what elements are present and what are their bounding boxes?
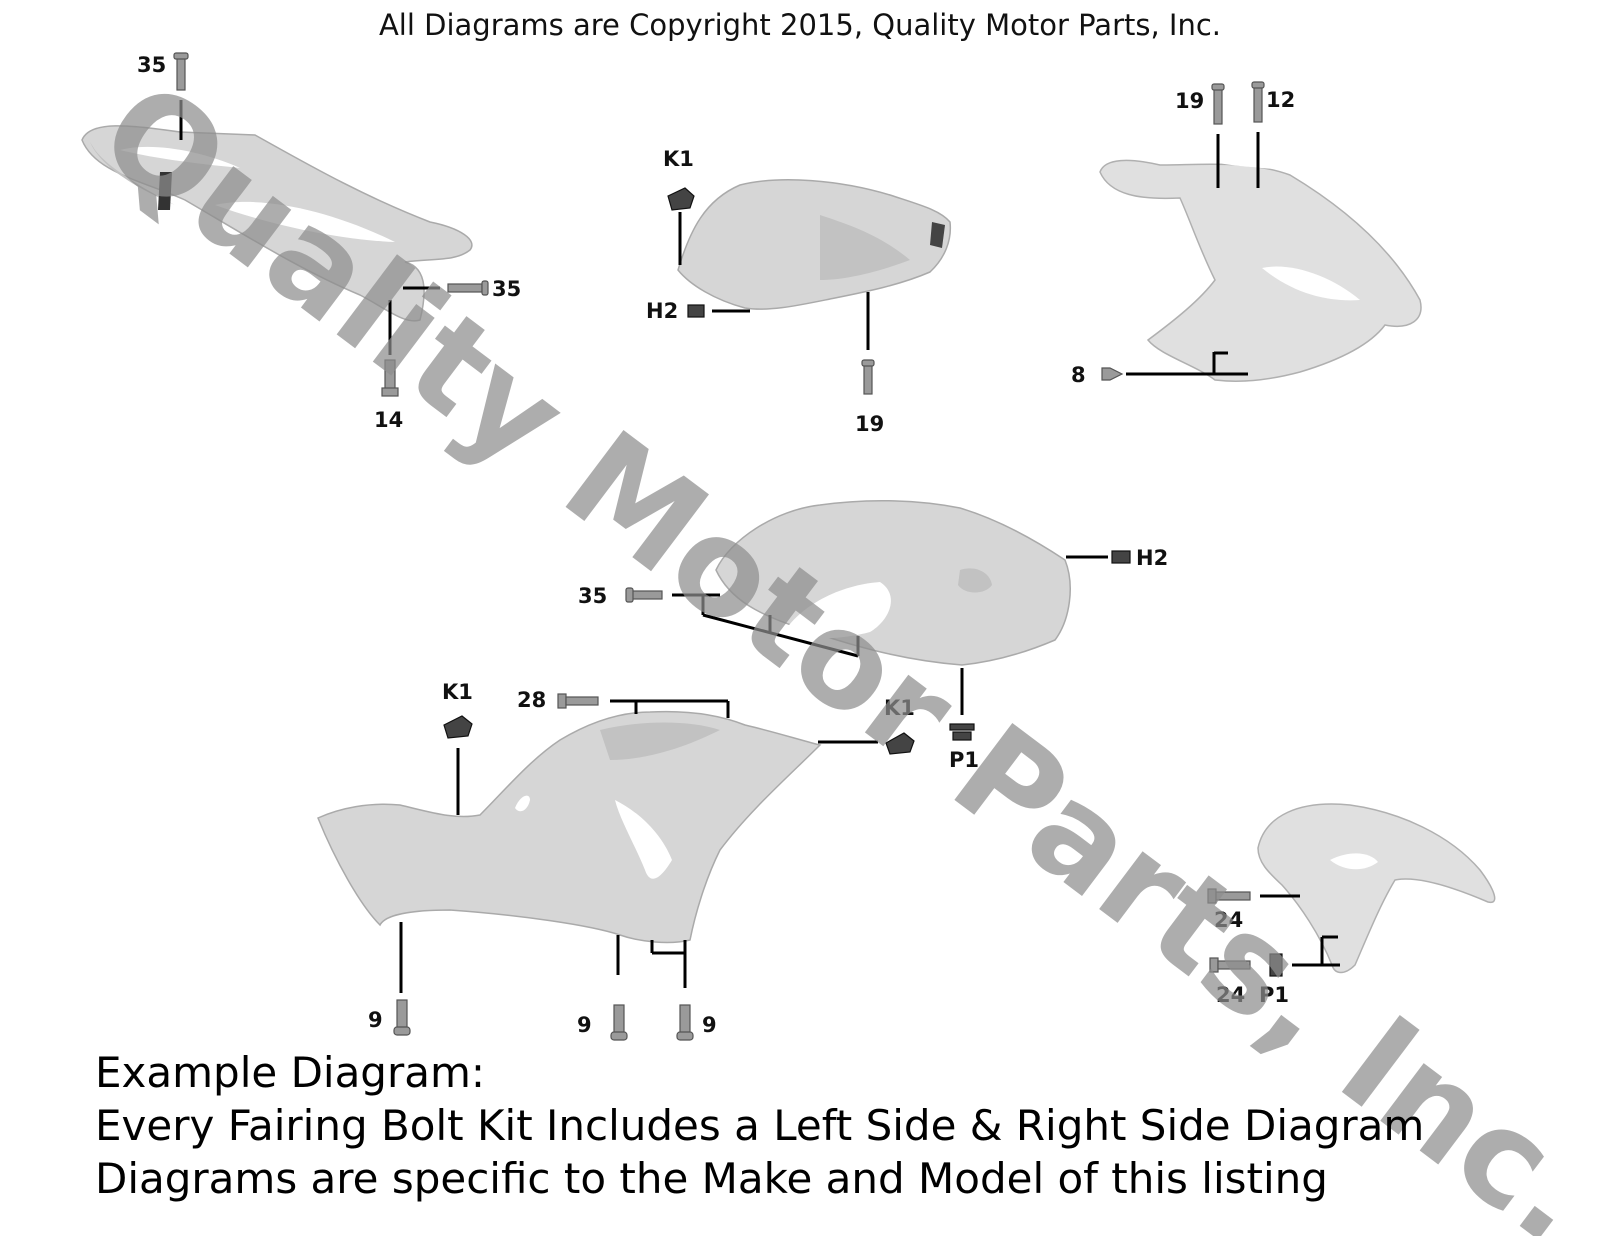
callout-tank-h2: H2 [646,299,678,323]
callout-lower-bolt-1: 9 [368,1008,383,1032]
caption-line-3: Diagrams are specific to the Make and Mo… [95,1154,1328,1203]
callout-tank-k1: K1 [663,147,694,171]
nose-bottom-screw [1101,351,1248,381]
caption-block: Example Diagram: Every Fairing Bolt Kit … [95,1046,1424,1205]
tank-k1-clip [667,187,695,265]
fender-upper-bolt [1207,888,1300,904]
caption-line-2: Every Fairing Bolt Kit Includes a Left S… [95,1101,1425,1150]
lower-bolt-1 [393,922,411,1036]
front-fender-part [1257,803,1496,974]
callout-tail-bottom: 14 [374,408,403,432]
lower-k1-right-clip [818,732,915,755]
callout-mid-right: H2 [1136,546,1168,570]
lower-fairing-part [317,710,822,944]
callout-tank-bottom: 19 [855,412,884,436]
tank-bottom-bolt [861,292,875,395]
callout-lower-k1-right: K1 [884,696,915,720]
callout-lower-top: 28 [517,688,546,712]
callout-lower-bolt-2: 9 [577,1013,592,1037]
nose-fairing-part [1099,156,1422,382]
copyright-notice: All Diagrams are Copyright 2015, Quality… [378,8,1222,42]
lower-top-bolts [557,693,730,718]
lower-bolt-3 [650,940,694,1041]
callout-fender-upper: 24 [1214,908,1243,932]
callout-fender-p1: P1 [1259,983,1289,1007]
fender-lower-bolt [1209,935,1340,977]
callout-nose-right: 12 [1266,88,1295,112]
nose-left-bolt [1211,83,1225,188]
lower-bolt-2 [610,935,628,1041]
callout-nose-bottom: 8 [1071,363,1086,387]
tail-fairing-part [81,125,473,322]
nose-right-bolt [1251,81,1265,188]
tail-bottom-bolt [381,300,399,397]
callout-tail-side: 35 [492,277,521,301]
lower-k1-left-clip [443,715,473,815]
callout-nose-left: 19 [1175,89,1204,113]
callout-lower-bolt-3: 9 [702,1013,717,1037]
mid-side-panel-part [715,499,1071,666]
callout-fender-lower: 24 [1216,983,1245,1007]
callout-mid-left: 35 [578,584,607,608]
mid-right-nut [1066,550,1131,564]
caption-line-1: Example Diagram: [95,1048,486,1097]
callout-mid-bottom: P1 [949,748,979,772]
tail-side-bolt [403,280,489,296]
mid-bottom-grommet [949,668,975,741]
mid-left-bolts [625,587,860,658]
tank-h2-nut [687,304,750,318]
callout-lower-k1-left: K1 [442,680,473,704]
tail-top-bolt [173,52,189,140]
callout-tail-top: 35 [137,53,166,77]
tank-cover-part [677,179,952,310]
